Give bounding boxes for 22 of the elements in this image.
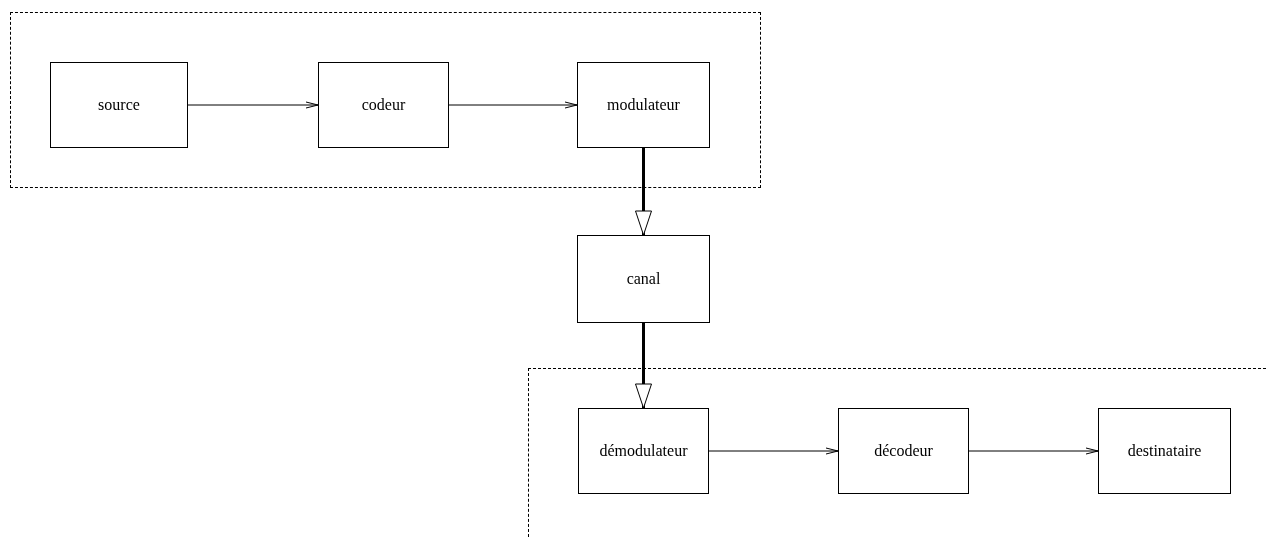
process-box [577, 62, 710, 148]
box-label: codeur [361, 96, 406, 114]
arrow [448, 101, 578, 109]
box-label: modulateur [607, 96, 680, 114]
process-box [1098, 408, 1231, 494]
arrow [635, 148, 652, 236]
box-label: destinataire [1127, 442, 1202, 460]
box-label: source [98, 96, 140, 114]
dashed-group-box [10, 12, 761, 188]
box-label: décodeur [874, 442, 933, 460]
process-box [577, 235, 710, 323]
box-label: canal [626, 270, 661, 288]
arrow [708, 447, 839, 455]
arrow [187, 101, 319, 109]
dashed-group-box [528, 368, 1266, 537]
arrow [968, 447, 1099, 455]
process-box [50, 62, 188, 148]
arrow [635, 323, 652, 409]
process-box [318, 62, 449, 148]
box-label: démodulateur [599, 442, 688, 460]
process-box [578, 408, 709, 494]
process-box [838, 408, 969, 494]
